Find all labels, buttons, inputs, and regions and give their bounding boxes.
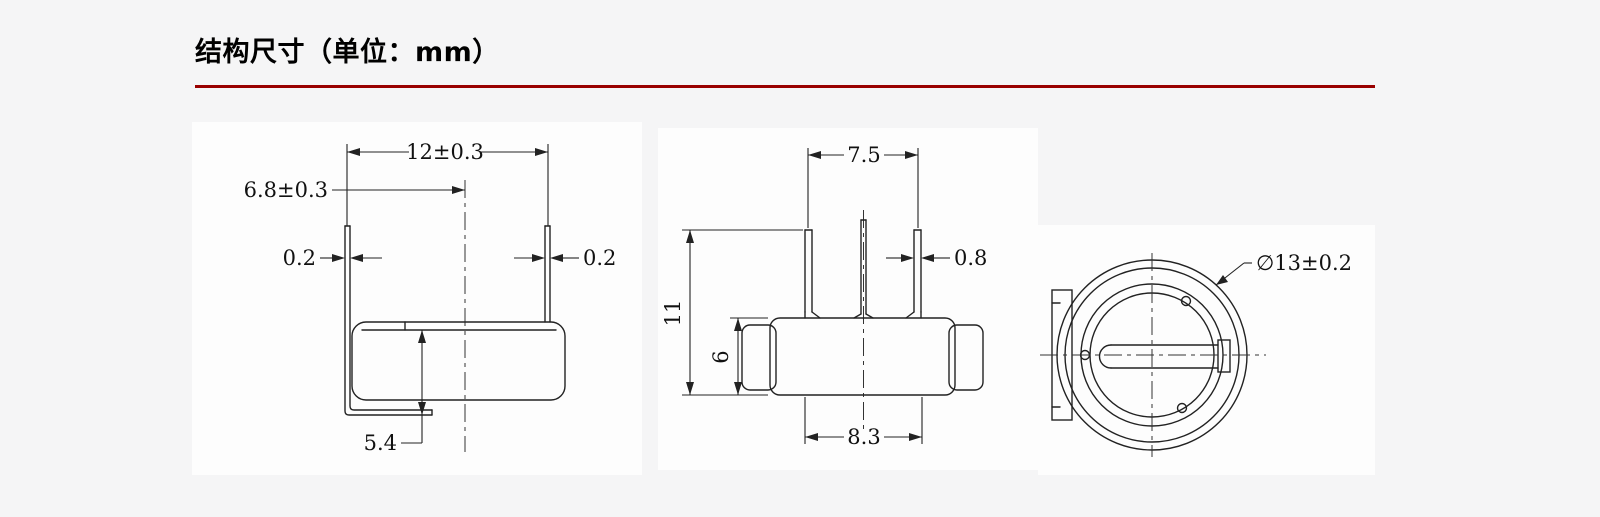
top-view-drawing: ∅13±0.2 <box>1040 251 1352 457</box>
side-view-panel: 12±0.3 6.8±0.3 0.2 0 <box>192 122 642 475</box>
front-view-panel: 7.5 11 6 <box>658 128 1038 470</box>
page-title: 结构尺寸（单位：mm） <box>195 37 500 68</box>
top-view-dim-diameter: ∅13±0.2 <box>1215 251 1352 286</box>
front-view-body <box>741 317 984 396</box>
dim-label-pin-width: 0.8 <box>954 246 987 270</box>
side-view-dim-pin-thickness-left: 0.2 <box>283 246 382 270</box>
front-view-dim-bottom-width: 8.3 <box>804 397 923 449</box>
dim-label-total-height: 11 <box>661 300 685 327</box>
top-view-slot <box>1098 339 1231 373</box>
front-view-dim-pin-span: 7.5 <box>807 143 919 228</box>
side-view-body <box>351 321 566 401</box>
dim-label-pin-thickness-left: 0.2 <box>283 246 316 270</box>
front-view-dim-body-height: 6 <box>709 317 768 395</box>
title-divider <box>195 85 1375 88</box>
front-view-dim-total-height: 11 <box>661 229 803 396</box>
side-view-dim-pin-offset: 6.8±0.3 <box>244 178 465 202</box>
side-view-dim-top-width: 12±0.3 <box>346 140 549 226</box>
side-view-dim-pin-thickness-right: 0.2 <box>514 246 616 270</box>
dim-label-bottom-width: 8.3 <box>847 425 880 449</box>
dim-label-height: 5.4 <box>364 431 397 455</box>
dim-label-pin-offset: 6.8±0.3 <box>244 178 328 202</box>
dim-label-top-width: 12±0.3 <box>406 140 484 164</box>
dim-label-diameter: ∅13±0.2 <box>1256 251 1352 275</box>
top-view-panel: ∅13±0.2 <box>1038 225 1375 475</box>
front-view-drawing: 7.5 11 6 <box>661 143 987 449</box>
front-view-dim-pin-width: 0.8 <box>886 246 987 270</box>
dim-label-pin-thickness-right: 0.2 <box>583 246 616 270</box>
front-view-pins <box>804 219 922 319</box>
side-view-dim-height: 5.4 <box>364 330 426 455</box>
side-view-right-pin <box>544 225 551 323</box>
top-view-centerlines <box>1040 253 1266 457</box>
side-view-left-pin-strap <box>344 225 433 416</box>
dim-label-pin-span: 7.5 <box>847 143 880 167</box>
dim-label-body-height: 6 <box>709 350 733 363</box>
side-view-drawing: 12±0.3 6.8±0.3 0.2 0 <box>244 140 617 455</box>
